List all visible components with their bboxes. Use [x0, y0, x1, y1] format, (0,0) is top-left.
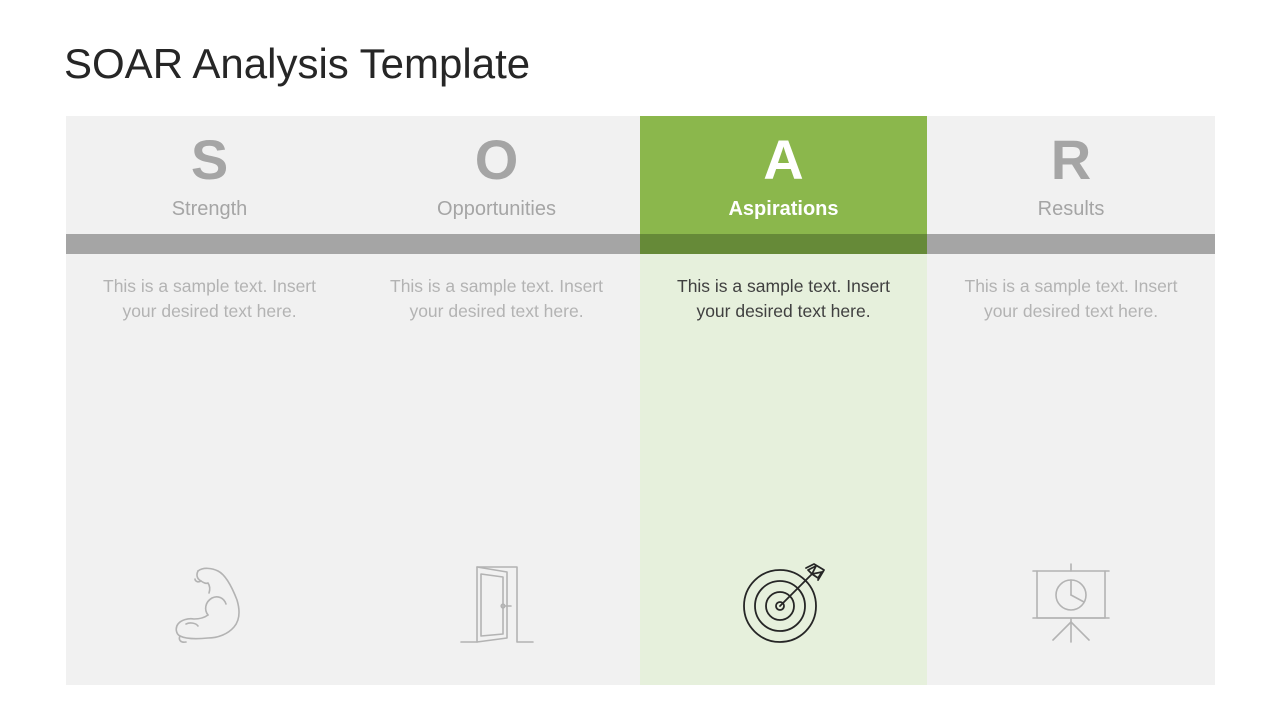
column-letter: A: [763, 128, 804, 191]
flexed-bicep-icon: [168, 562, 252, 646]
column-name: Strength: [171, 198, 248, 220]
open-door-icon: [455, 562, 539, 646]
column-letter: O: [474, 128, 519, 191]
column-description: This is a sample text. Insert your desir…: [964, 276, 1178, 321]
slide-title: SOAR Analysis Template: [64, 40, 531, 87]
column-description: This is a sample text. Insert your desir…: [390, 276, 603, 321]
soar-grid: S Strength This is a sample text. Insert…: [66, 116, 1215, 685]
column-name: Results: [1037, 198, 1105, 220]
column-letter: R: [1050, 128, 1092, 191]
column-name: Aspirations: [728, 198, 839, 220]
column-description: This is a sample text. Insert your desir…: [677, 276, 890, 321]
header-divider-band: [640, 234, 927, 254]
target-arrow-icon: [742, 562, 826, 646]
column-header: S Strength: [66, 116, 353, 234]
column-header: O Opportunities: [353, 116, 640, 234]
column-header: A Aspirations: [640, 116, 927, 234]
column-strength: S Strength This is a sample text. Insert…: [66, 116, 353, 685]
column-opportunities: O Opportunities This is a sample text. I…: [353, 116, 640, 685]
column-aspirations: A Aspirations This is a sample text. Ins…: [640, 116, 927, 685]
column-header: R Results: [927, 116, 1215, 234]
column-description: This is a sample text. Insert your desir…: [103, 276, 316, 321]
column-results: R Results This is a sample text. Insert …: [927, 116, 1215, 685]
column-name: Opportunities: [437, 198, 556, 220]
column-letter: S: [190, 128, 229, 191]
presentation-board-icon: [1029, 562, 1113, 646]
